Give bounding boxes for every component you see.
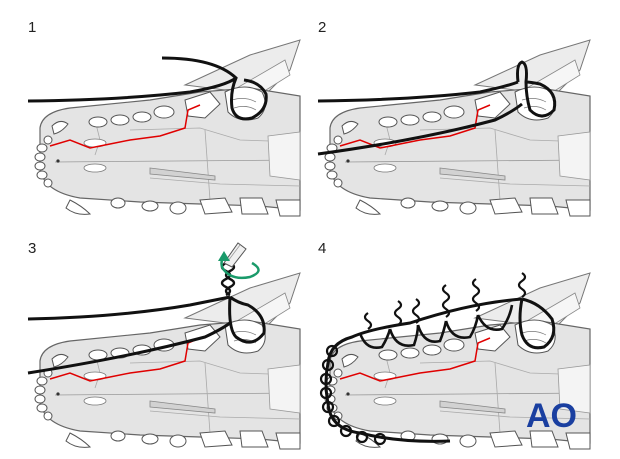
twisted-wire-knots [363, 272, 527, 330]
arcade-wire [324, 297, 523, 443]
panel-1: 1 [27, 19, 301, 217]
panel-number-1: 1 [28, 19, 36, 36]
wire-loop [161, 56, 268, 121]
panel-number-2: 2 [318, 19, 326, 36]
incisor-loops [319, 344, 387, 446]
wire-strand-lower [27, 321, 231, 375]
maxilla-illustration [34, 272, 301, 450]
wire-loop [516, 60, 557, 118]
interdental-loops [358, 304, 514, 349]
fracture-line [49, 337, 201, 382]
wire-strand-upper [317, 80, 519, 103]
fracture-line [339, 104, 491, 149]
wire-loop [518, 297, 556, 350]
maxilla-illustration [34, 39, 301, 217]
wire-strand-lower [317, 102, 523, 156]
ao-logo: AO [526, 397, 577, 435]
panel-number-3: 3 [28, 240, 36, 257]
wire-loop [228, 295, 266, 344]
wire-strand-upper [27, 295, 231, 321]
wire-twister-icon [223, 242, 247, 268]
wire-strand [27, 76, 237, 103]
arrow-head-icon [218, 251, 230, 261]
fracture-line [49, 104, 201, 149]
fracture-line [339, 337, 491, 382]
panel-2: 2 [317, 19, 591, 217]
panel-3: 3 [27, 240, 301, 450]
panel-4: 4 [318, 240, 591, 450]
panel-number-4: 4 [318, 240, 326, 257]
